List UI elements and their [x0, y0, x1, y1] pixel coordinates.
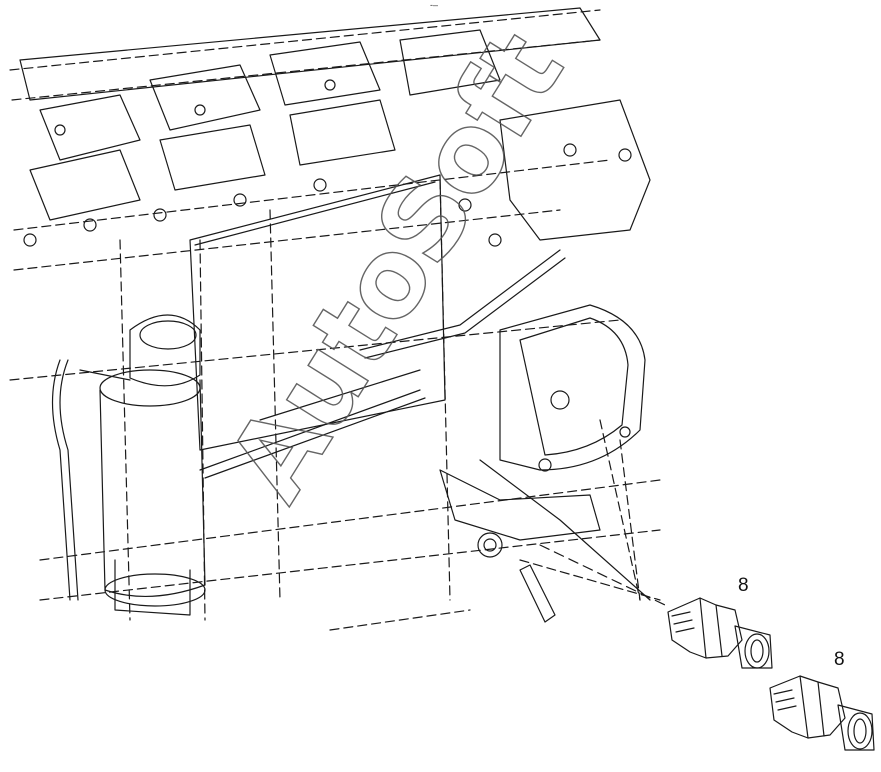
callout-label-lower: 8 [834, 649, 845, 670]
heat-shield-panel [189, 174, 446, 451]
fitting-8-lower [769, 675, 875, 751]
leader-lines [539, 544, 666, 606]
fitting-8-upper [667, 597, 773, 669]
top-mark: -– [430, 0, 439, 10]
callout-label-upper: 8 [738, 575, 749, 596]
valve-cover [19, 7, 601, 247]
fuel-lines [51, 249, 651, 601]
fuel-filter [99, 314, 206, 616]
fuel-pump [439, 99, 651, 623]
